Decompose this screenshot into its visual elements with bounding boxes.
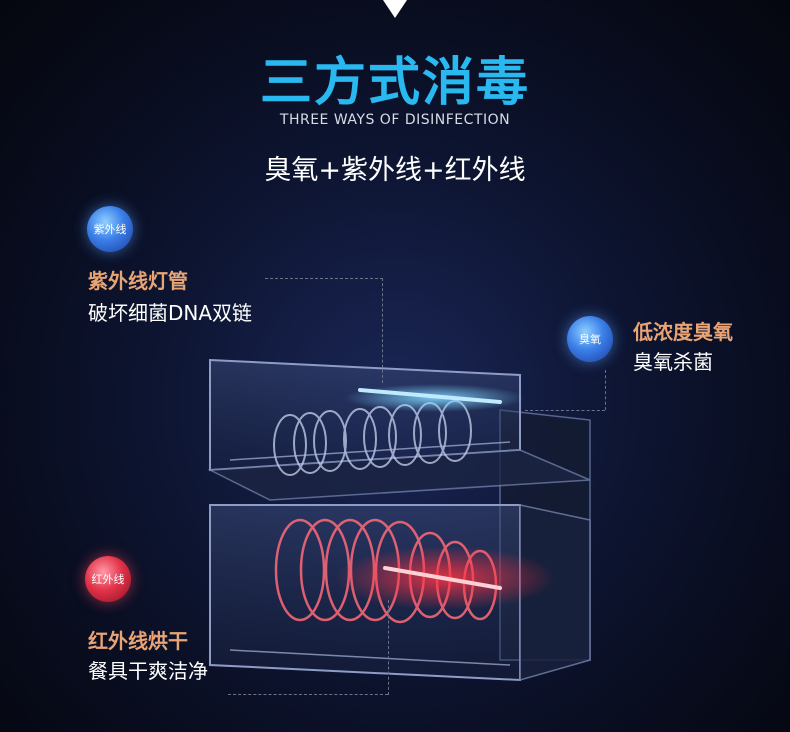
page-title: 三方式消毒 xyxy=(259,53,530,113)
infrared-feature-title: 红外线烘干 xyxy=(88,629,188,653)
uv-badge-label: 紫外线 xyxy=(93,223,127,236)
infrared-badge: 红外线 xyxy=(85,556,131,602)
leader-line-uv-vertical xyxy=(382,278,383,383)
leader-line-infrared-horizontal xyxy=(228,694,388,695)
infrared-lamp xyxy=(383,566,502,590)
disinfection-cabinet-illustration xyxy=(207,358,591,682)
ozone-badge: 臭氧 xyxy=(567,316,613,362)
uv-lamp xyxy=(358,388,502,404)
leader-line-uv xyxy=(265,278,383,279)
tagline: 臭氧+紫外线+红外线 xyxy=(264,155,526,186)
down-arrow-icon xyxy=(383,0,407,18)
infrared-badge-label: 红外线 xyxy=(91,573,125,586)
ozone-feature-title: 低浓度臭氧 xyxy=(633,320,733,344)
leader-line-ozone-horizontal xyxy=(525,410,605,411)
infrared-feature-desc: 餐具干爽洁净 xyxy=(88,659,208,683)
ozone-feature-desc: 臭氧杀菌 xyxy=(633,350,713,374)
page-subtitle: THREE WAYS OF DISINFECTION xyxy=(279,112,511,128)
uv-badge: 紫外线 xyxy=(87,206,133,252)
uv-feature-title: 紫外线灯管 xyxy=(88,269,188,293)
leader-line-ozone xyxy=(605,370,606,410)
ozone-badge-label: 臭氧 xyxy=(579,333,601,346)
uv-feature-desc: 破坏细菌DNA双链 xyxy=(88,301,253,325)
leader-line-infrared xyxy=(388,600,389,695)
